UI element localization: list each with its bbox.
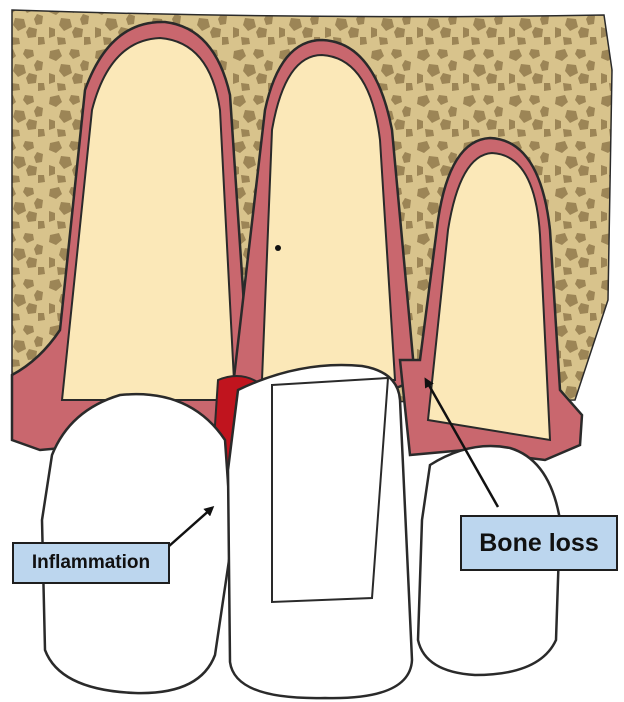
bone-loss-label: Bone loss — [460, 515, 618, 571]
inflammation-label: Inflammation — [12, 542, 170, 584]
crown-post — [272, 378, 388, 602]
marker-dot — [275, 245, 281, 251]
